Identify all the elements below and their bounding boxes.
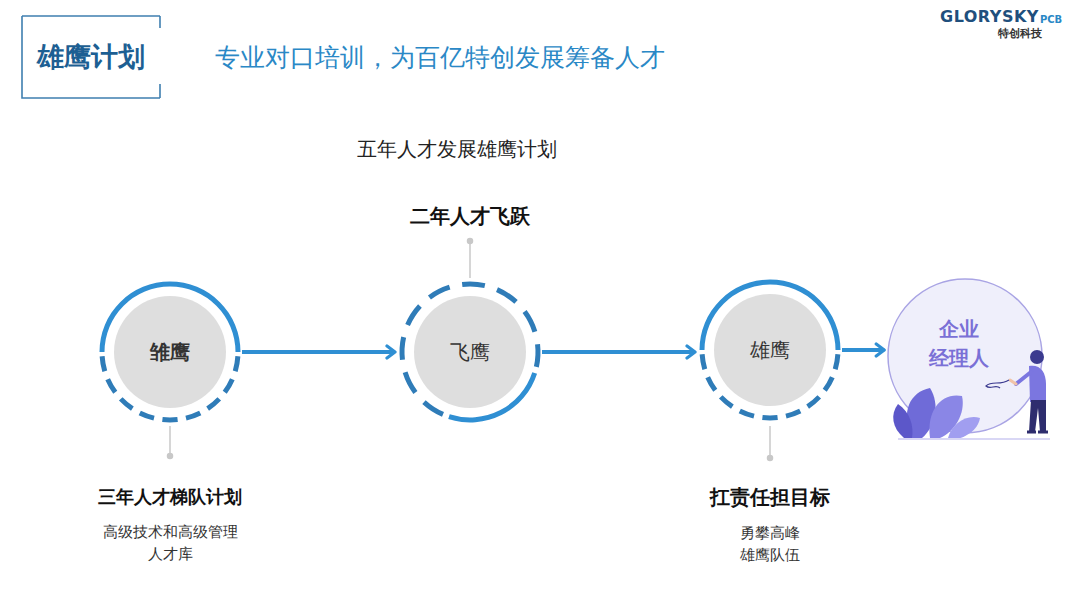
stage-heading: 三年人才梯队计划	[98, 484, 242, 510]
stage-heading: 二年人才飞跃	[410, 202, 530, 231]
logo-suffix: PCB	[1040, 14, 1062, 25]
leader-dot	[168, 454, 173, 459]
stage-note: 高级技术和高级管理 人才库	[100, 522, 240, 566]
stage-name: 飞鹰	[450, 338, 490, 367]
plan-heading: 五年人才发展雄鹰计划	[357, 136, 557, 163]
flow-arrow	[242, 350, 395, 354]
subtitle: 专业对口培训，为百亿特创发展筹备人才	[215, 41, 665, 74]
goal-circle: 企业 经理人	[887, 278, 1043, 434]
leader-line	[769, 426, 771, 457]
stage-circle: 雏鹰三年人才梯队计划高级技术和高级管理 人才库	[98, 280, 242, 424]
stage-heading: 扛责任担目标	[710, 483, 830, 512]
leader-dot	[468, 239, 473, 244]
flow-arrow	[542, 350, 695, 354]
leader-line	[169, 426, 171, 455]
logo-wordmark: GLORYSKY	[940, 7, 1039, 26]
stage-name: 企业 经理人	[927, 315, 991, 373]
title-frame-tick	[159, 16, 161, 28]
leader-dot	[768, 456, 773, 461]
logo-chinese: 特创科技	[998, 26, 1042, 41]
stage-circle: 飞鹰二年人才飞跃	[398, 280, 542, 424]
stage-name: 雏鹰	[150, 338, 190, 367]
stage-note: 勇攀高峰 雄鹰队伍	[737, 523, 803, 567]
stage-circle: 雄鹰扛责任担目标勇攀高峰 雄鹰队伍	[698, 278, 842, 422]
flow-arrow	[842, 348, 884, 352]
slide-title: 雄鹰计划	[37, 39, 145, 75]
title-frame	[22, 16, 160, 98]
stage-name: 雄鹰	[750, 336, 790, 365]
leader-line	[469, 242, 471, 278]
